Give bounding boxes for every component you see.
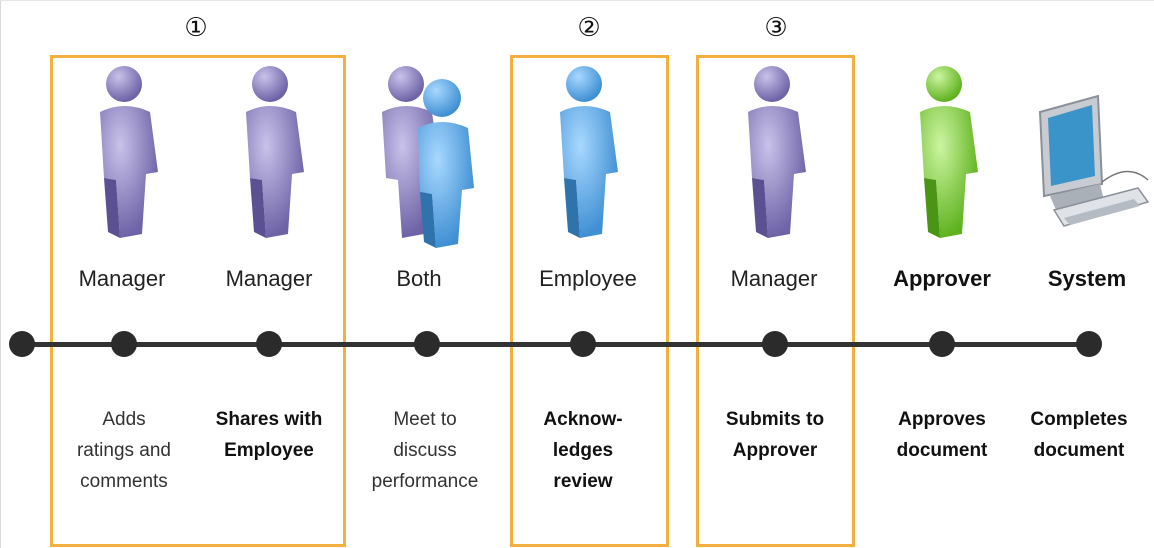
action-description: Meet to discuss performance [350, 404, 500, 497]
action-line: performance [371, 471, 479, 492]
action-description: Completes document [1004, 404, 1154, 466]
role-label: Both [396, 266, 442, 291]
approver-person-icon [920, 66, 978, 238]
action-line: document [1033, 440, 1125, 461]
action-line: ratings and [76, 440, 171, 461]
step-3-number: ③ [764, 13, 788, 43]
timeline-dot [762, 331, 788, 357]
action-description: Acknow- ledges review [508, 404, 658, 497]
step-1-number: ① [184, 13, 208, 43]
action-line: Employee [224, 440, 314, 461]
manager-person-icon [748, 66, 806, 238]
action-line: Meet to [393, 409, 457, 430]
action-line: discuss [393, 440, 457, 461]
timeline-line [22, 342, 1090, 347]
timeline-dot [111, 331, 137, 357]
timeline-dot [1076, 331, 1102, 357]
action-line: Approves [898, 409, 986, 430]
role-label: Manager [225, 266, 313, 291]
role-label: Employee [539, 266, 637, 291]
role-label: System [1047, 266, 1127, 291]
computer-icon [1038, 94, 1150, 227]
employee-person-icon [560, 66, 618, 238]
action-line: Shares with [215, 409, 323, 430]
timeline-dot [256, 331, 282, 357]
action-line: Acknow- [543, 409, 623, 430]
action-description: Adds ratings and comments [49, 404, 199, 497]
page-border-top [0, 0, 1154, 1]
action-line: review [553, 471, 613, 492]
action-description: Submits to Approver [700, 404, 850, 466]
action-line: document [896, 440, 988, 461]
page-border [0, 0, 1, 548]
timeline-dot [570, 331, 596, 357]
timeline-dot [414, 331, 440, 357]
action-description: Shares with Employee [194, 404, 344, 466]
manager-person-icon [100, 66, 158, 238]
step-2-number: ② [577, 13, 601, 43]
step-3-box [696, 55, 855, 547]
both-people-icon [382, 66, 474, 248]
timeline-dot [9, 331, 35, 357]
action-line: comments [80, 471, 168, 492]
action-line: Completes [1030, 409, 1128, 430]
role-label: Manager [730, 266, 818, 291]
role-label: Approver [893, 266, 991, 291]
role-label: Manager [78, 266, 166, 291]
timeline-dot [929, 331, 955, 357]
action-description: Approves document [867, 404, 1017, 466]
action-line: ledges [552, 440, 614, 461]
step-1-box [50, 55, 346, 547]
action-line: Adds [102, 409, 146, 430]
action-line: Submits to [725, 409, 825, 430]
step-2-box [510, 55, 669, 547]
action-line: Approver [732, 440, 818, 461]
manager-person-icon [246, 66, 304, 238]
